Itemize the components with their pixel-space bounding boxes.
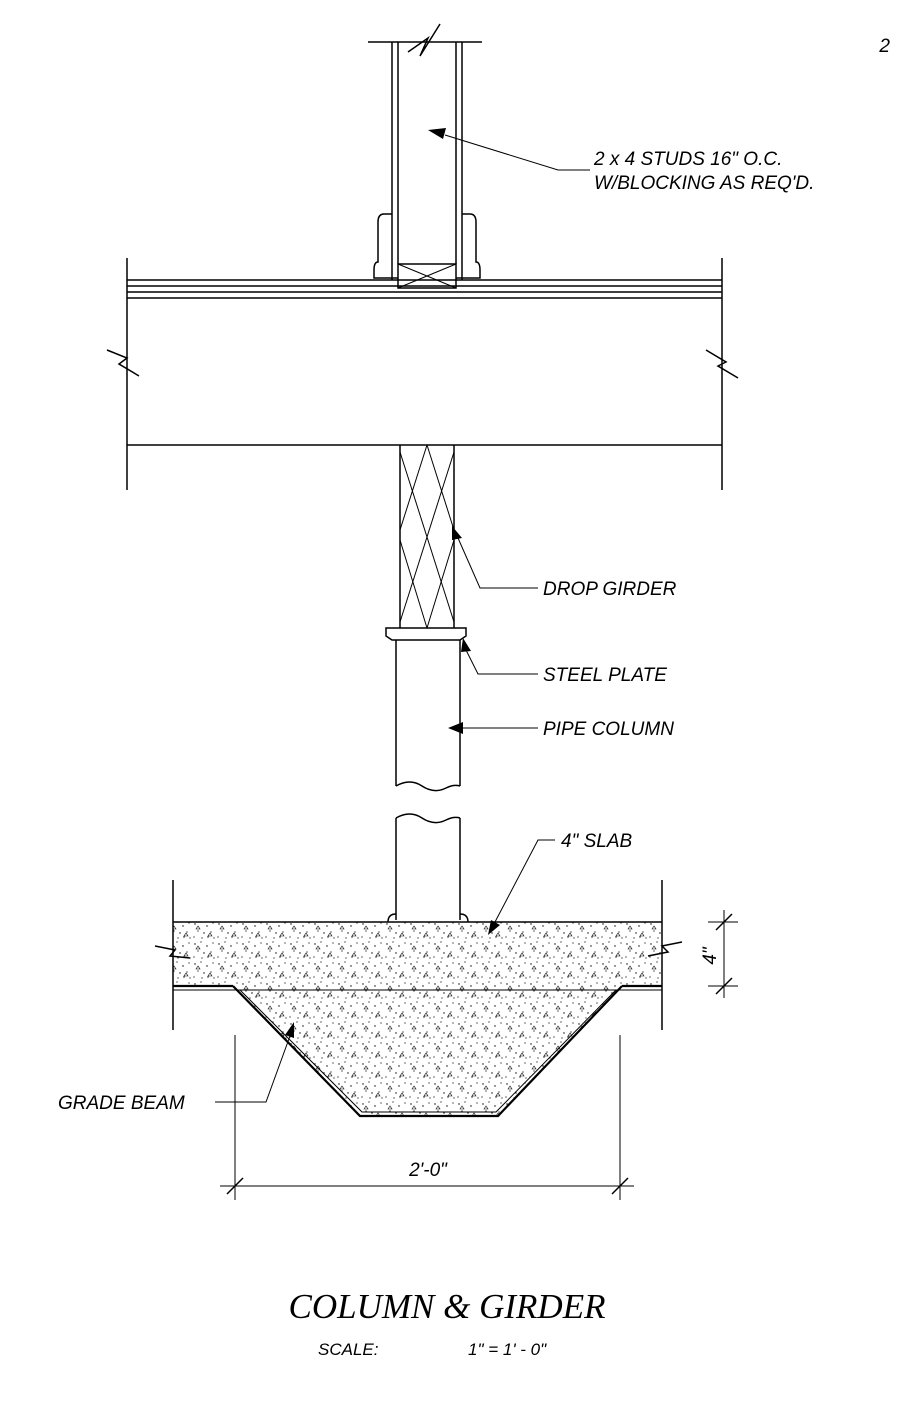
leader-drop-girder (452, 526, 538, 589)
slab-and-grade-beam (154, 880, 683, 1118)
pipe-column-lower (387, 813, 469, 923)
leader-steel-plate (461, 638, 538, 675)
slab-label: 4" SLAB (561, 831, 633, 852)
stud-wall (368, 23, 482, 289)
slab-thickness-dimension: 4" (700, 910, 738, 998)
leader-pipe-column (448, 722, 538, 734)
leader-slab (488, 839, 555, 935)
drop-girder (399, 444, 455, 629)
scale-value: 1" = 1' - 0" (468, 1340, 547, 1359)
leader-grade-beam (215, 1022, 294, 1103)
footing-width-text: 2'-0" (408, 1160, 448, 1181)
steel-plate (385, 627, 467, 641)
leader-studs (428, 128, 590, 171)
floor-framing (106, 258, 739, 490)
studs-label-line1: 2 x 4 STUDS 16" O.C. (593, 149, 782, 170)
drawing-title: COLUMN & GIRDER (289, 1287, 606, 1326)
page-number: 2 (878, 36, 890, 57)
grade-beam-label: GRADE BEAM (58, 1093, 185, 1114)
pipe-column-label: PIPE COLUMN (543, 719, 674, 740)
scale-label: SCALE: (318, 1340, 379, 1359)
studs-label-line2: W/BLOCKING AS REQ'D. (594, 173, 814, 194)
steel-plate-label: STEEL PLATE (543, 665, 667, 686)
pipe-column-upper (395, 640, 461, 792)
drop-girder-label: DROP GIRDER (543, 579, 677, 600)
footing-width-dimension: 2'-0" (220, 1035, 634, 1200)
slab-thickness-text: 4" (700, 946, 721, 965)
